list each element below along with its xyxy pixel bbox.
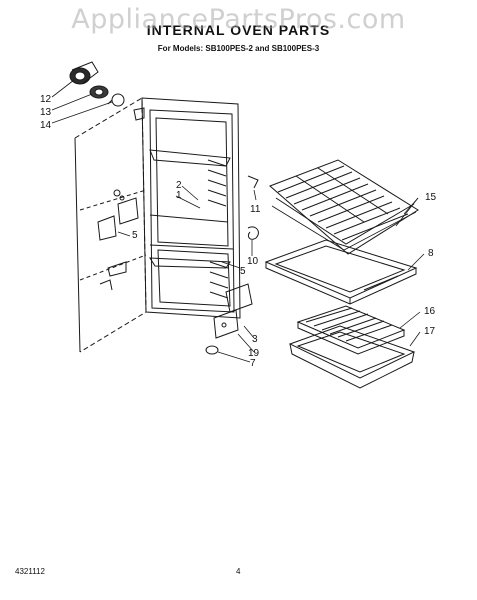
document-number: 4321112 <box>15 567 45 576</box>
broil-pan <box>288 325 416 389</box>
callout-14: 14 <box>40 120 52 131</box>
callout-10: 10 <box>247 256 259 267</box>
callout-15: 15 <box>425 192 437 203</box>
oven-cavity <box>74 97 259 353</box>
light-socket-assembly <box>69 61 125 107</box>
callout-3: 3 <box>252 334 258 345</box>
callout-labels: 12 13 14 1 2 11 5 10 5 3 19 7 15 8 16 17 <box>40 94 437 369</box>
callout-5-left: 5 <box>132 230 138 241</box>
callout-16: 16 <box>424 306 436 317</box>
page-subtitle: For Models: SB100PES-2 and SB100PES-3 <box>157 44 320 53</box>
callout-11: 11 <box>250 204 261 215</box>
callout-1: 1 <box>176 190 182 201</box>
callout-2: 2 <box>176 180 182 191</box>
callout-13: 13 <box>40 107 52 118</box>
callout-7: 7 <box>250 358 256 369</box>
callout-5-right: 5 <box>240 266 246 277</box>
leader-lines <box>51 79 425 363</box>
callout-8: 8 <box>428 248 434 259</box>
page-number: 4 <box>236 567 241 576</box>
callout-12: 12 <box>40 94 52 105</box>
page-title: INTERNAL OVEN PARTS <box>146 22 331 38</box>
oven-rack <box>269 159 419 255</box>
callout-17: 17 <box>424 326 436 337</box>
broil-grid <box>296 305 406 355</box>
small-parts <box>205 226 259 355</box>
oven-tray <box>264 239 418 305</box>
callout-19: 19 <box>248 348 260 359</box>
